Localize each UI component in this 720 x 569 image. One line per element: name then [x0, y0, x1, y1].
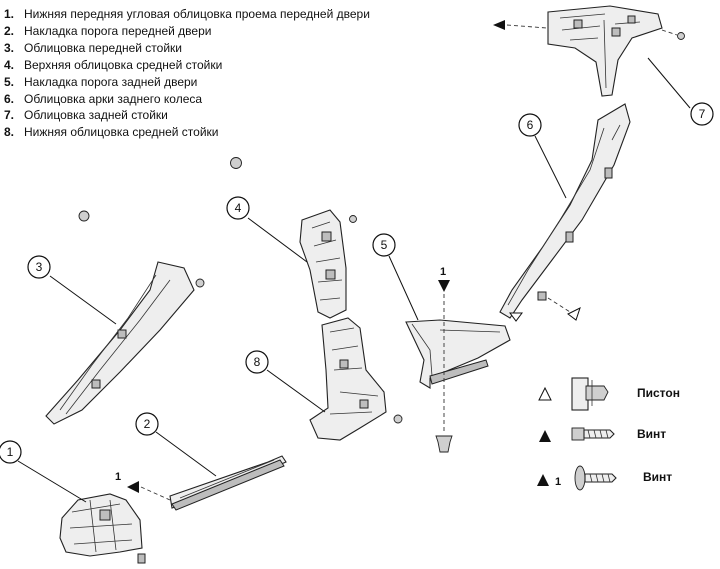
screw-triangle-icon	[493, 20, 505, 30]
callout-1: 1	[0, 440, 22, 464]
piston-icon	[571, 377, 609, 411]
legend-item-7: 7.Облицовка задней стойки	[4, 108, 168, 123]
screw-triangle-icon	[438, 280, 450, 292]
clip-seat	[537, 291, 547, 301]
legend-item-2: 2.Накладка порога передней двери	[4, 23, 212, 38]
clip-icon	[349, 215, 357, 223]
screw-triangle-icon	[539, 430, 551, 442]
clip-seat	[359, 399, 369, 409]
clip-seat	[604, 167, 613, 179]
leader-line-4	[247, 217, 308, 263]
svg-text:2: 2	[144, 417, 151, 431]
piston-triangle-icon	[509, 312, 523, 322]
legend-item-1: 1.Нижняя передняя угловая облицовка прое…	[4, 7, 370, 21]
callout-7: 7	[690, 102, 714, 126]
leader-line-1	[17, 460, 87, 503]
clip-seat	[99, 509, 111, 521]
part-8-lower-center-pillar-trim	[309, 317, 387, 441]
callout-4: 4	[226, 196, 250, 220]
clip-icon	[393, 414, 403, 424]
clip-seat	[325, 269, 336, 280]
svg-text:1: 1	[7, 445, 14, 459]
leader-line-7	[647, 57, 691, 109]
piston-clip	[435, 435, 453, 453]
part-4-upper-center-pillar-trim	[299, 209, 357, 319]
part-1-lower-front-corner-trim	[59, 493, 143, 557]
clip-icon	[677, 32, 685, 40]
svg-text:6: 6	[527, 118, 534, 132]
svg-text:4: 4	[235, 201, 242, 215]
clip-seat	[611, 27, 621, 37]
legend-item-4: 4.Верхняя облицовка средней стойки	[4, 57, 223, 72]
piston-triangle-icon	[567, 307, 581, 321]
legend-list: 1.Нижняя передняя угловая облицовка прое…	[4, 6, 370, 141]
legend-item-6: 6.Облицовка арки заднего колеса	[4, 91, 203, 106]
clip-icon	[230, 157, 242, 169]
callout-8: 8	[245, 350, 269, 374]
legend-item-3: 3.Облицовка передней стойки	[4, 40, 182, 55]
clip-seat	[627, 15, 636, 24]
legend-item-5: 5.Накладка порога задней двери	[4, 74, 198, 89]
screw-1-label: Винт	[643, 470, 673, 484]
callout-2: 2	[135, 412, 159, 436]
screw-label: Винт	[637, 427, 667, 441]
screw-1-mark: 1	[440, 266, 446, 278]
piston-triangle-icon	[538, 386, 552, 401]
clip-icon	[137, 553, 146, 564]
legend-item-8: 8.Нижняя облицовка средней стойки	[4, 125, 219, 140]
part-6-wheel-arch-trim	[499, 103, 631, 319]
callout-5: 5	[372, 233, 396, 257]
part-5-rear-sill-plate	[405, 319, 511, 389]
leader-line-3	[49, 275, 117, 325]
screw-1-suffix: 1	[555, 476, 561, 488]
screw-1-icon	[574, 465, 617, 491]
leader-line-2	[155, 431, 217, 477]
clip-icon	[195, 278, 205, 288]
screw-icon	[571, 427, 615, 441]
svg-text:8: 8	[254, 355, 261, 369]
screw-triangle-icon	[127, 481, 139, 493]
leader-line-8	[266, 369, 326, 413]
piston-label: Пистон	[637, 386, 680, 400]
leader-line-5	[388, 255, 419, 321]
screw-triangle-icon	[537, 474, 549, 486]
screw-1-mark: 1	[115, 471, 121, 483]
clip-seat	[573, 19, 583, 29]
part-7-rear-pillar-trim	[547, 5, 685, 97]
leader-line-6	[534, 135, 567, 199]
callout-3: 3	[27, 255, 51, 279]
clip-seat	[117, 329, 127, 339]
callout-6: 6	[518, 113, 542, 137]
svg-text:7: 7	[699, 107, 706, 121]
clip-seat	[321, 231, 332, 242]
part-3-front-pillar-trim	[45, 261, 205, 425]
fastener-key: 1	[537, 377, 617, 491]
clip-seat	[339, 359, 349, 369]
svg-text:5: 5	[381, 238, 388, 252]
clip-icon	[78, 210, 90, 222]
svg-text:3: 3	[36, 260, 43, 274]
clip-seat	[91, 379, 101, 389]
clip-seat	[565, 231, 574, 243]
part-2-front-sill-plate	[169, 455, 287, 511]
